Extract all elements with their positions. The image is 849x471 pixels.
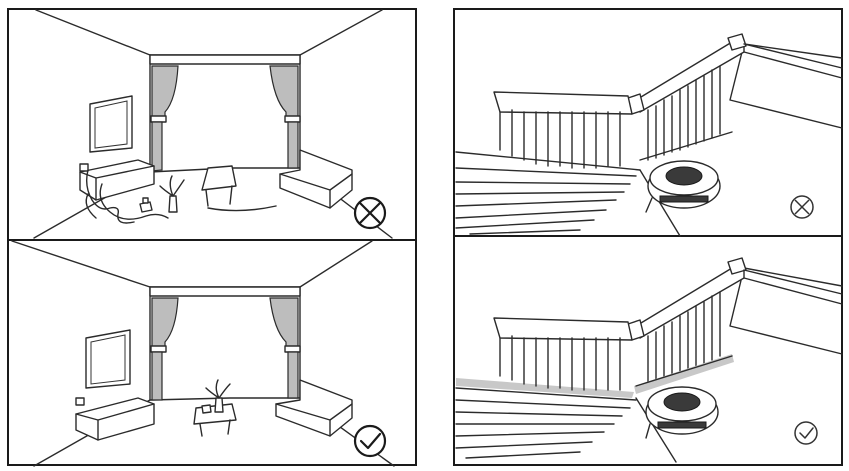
robot-vacuum [646, 161, 720, 212]
room-panels [8, 9, 416, 465]
stairs-protected-scene [456, 258, 842, 462]
x-circle-icon [791, 196, 813, 218]
stairs-panels [454, 9, 842, 465]
check-circle-icon [795, 422, 817, 444]
room-cluttered-scene [34, 10, 392, 238]
x-circle-icon [355, 198, 385, 228]
check-circle-icon [355, 426, 385, 456]
stairs-unprotected-scene [456, 34, 842, 236]
room-tidy-scene [12, 241, 394, 466]
